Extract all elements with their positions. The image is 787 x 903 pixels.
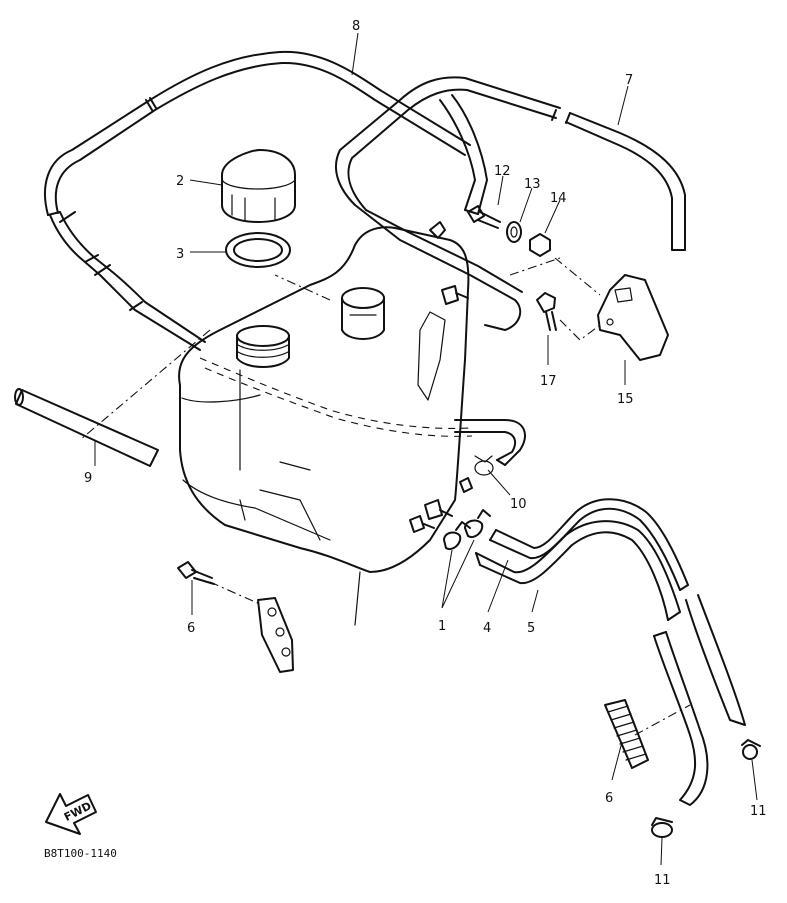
callout-14: 14 <box>550 191 567 206</box>
tube-9 <box>14 388 159 467</box>
clamp-11-bottom <box>651 817 673 838</box>
callout-4: 4 <box>483 621 491 636</box>
fwd-arrow: FWD <box>45 793 97 835</box>
drawing-code: B8T100-1140 <box>44 847 117 860</box>
callout-2: 2 <box>176 174 184 189</box>
bolt-6 <box>177 561 215 585</box>
callout-11-bottom: 11 <box>654 873 671 888</box>
leader-lines <box>79 32 758 866</box>
callout-1: 1 <box>438 619 446 634</box>
hose-7 <box>335 76 686 331</box>
washer-13 <box>506 221 522 243</box>
oil-tank <box>178 226 473 626</box>
nut-14 <box>529 233 551 257</box>
bolt-12 <box>467 205 501 229</box>
gasket-3 <box>225 232 291 268</box>
hose-8 <box>44 50 471 351</box>
filler-cap-2 <box>221 149 296 223</box>
callout-5: 5 <box>527 621 535 636</box>
callout-12: 12 <box>494 164 511 179</box>
callout-6-right: 6 <box>605 791 613 806</box>
callout-9: 9 <box>84 471 92 486</box>
bracket-15 <box>597 274 669 361</box>
callout-17: 17 <box>540 374 557 389</box>
clamp-11-right <box>741 739 761 760</box>
mount-bracket <box>257 597 294 673</box>
callout-8: 8 <box>352 19 360 34</box>
callout-7: 7 <box>625 73 633 88</box>
callout-11-right: 11 <box>750 804 767 819</box>
screw-17 <box>536 292 557 331</box>
spring-guard-6 <box>604 699 649 769</box>
clamps-1 <box>443 509 491 550</box>
callout-labels: 8 7 2 3 12 13 14 17 15 9 10 6 1 4 5 6 11… <box>84 19 767 888</box>
callout-15: 15 <box>617 392 634 407</box>
tank-outlet-hose <box>454 419 526 466</box>
callout-13: 13 <box>524 177 541 192</box>
tank-fittings <box>409 221 494 533</box>
callout-3: 3 <box>176 247 184 262</box>
callout-6-left: 6 <box>187 621 195 636</box>
hoses-4-5 <box>475 498 746 806</box>
callout-10: 10 <box>510 497 527 512</box>
